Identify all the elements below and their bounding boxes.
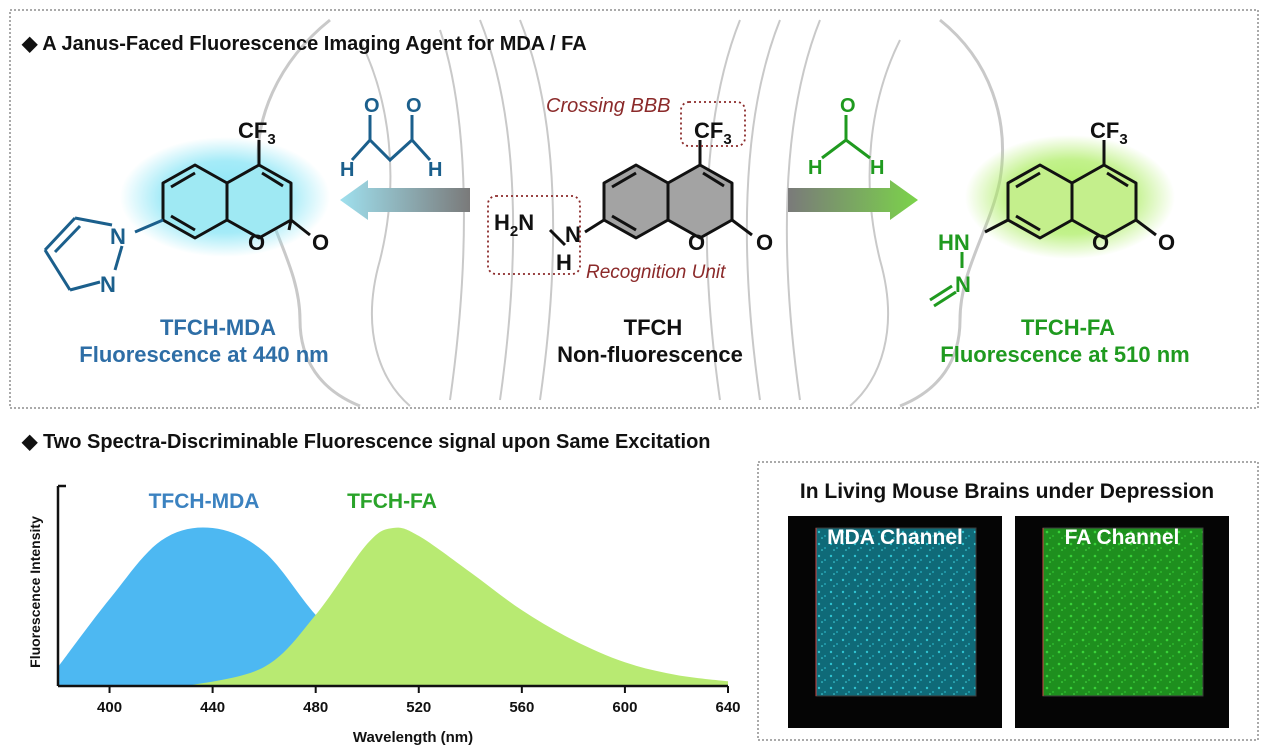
cf3-highlight-box [680, 101, 746, 147]
fa-channel-label: FA Channel [1065, 526, 1180, 549]
fa-hn-label: HN [938, 230, 970, 255]
imaging-title: In Living Mouse Brains under Depression [800, 480, 1214, 503]
y-axis-label: Fluorescence Intensity [27, 516, 43, 668]
x-tick-label: 640 [715, 699, 740, 716]
arrow-right-icon [788, 180, 918, 220]
mda-n1-label: N [110, 224, 126, 249]
mda-o2-label: O [406, 95, 422, 117]
tfch-fa-molecule: CF3 O O HN N [929, 118, 1175, 308]
mda-h1-label: H [340, 159, 354, 181]
series-label-mda: TFCH-MDA [149, 490, 260, 513]
fa-carbonyl-o-label: O [1158, 230, 1175, 255]
tfch-molecule: CF3 O O N H H2N [494, 118, 773, 275]
fa-ring-o-label: O [1092, 230, 1109, 255]
mda-carbonyl-o-label: O [312, 230, 329, 255]
bottom-section-title: ◆ Two Spectra-Discriminable Fluorescence… [21, 431, 711, 453]
mda-channel-image: MDA Channel [788, 516, 1002, 728]
tfch-mda-description: Fluorescence at 440 nm [79, 342, 328, 367]
x-tick-label: 520 [406, 699, 431, 716]
tfch-ring-o-label: O [688, 230, 705, 255]
fa-o-label: O [840, 95, 856, 117]
tfch-fa-description: Fluorescence at 510 nm [940, 342, 1189, 367]
fa-channel-image: FA Channel [1015, 516, 1229, 728]
x-tick-label: 480 [303, 699, 328, 716]
x-tick-label: 400 [97, 699, 122, 716]
tfch-h-label: H [556, 250, 572, 275]
tfch-carbonyl-o-label: O [756, 230, 773, 255]
mda-n2-label: N [100, 272, 116, 297]
series-label-fa: TFCH-FA [347, 490, 437, 513]
x-axis-label: Wavelength (nm) [353, 729, 473, 746]
tfch-fa-name: TFCH-FA [1021, 315, 1115, 340]
mda-channel-label: MDA Channel [827, 526, 963, 549]
crossing-bbb-note: Crossing BBB [546, 95, 671, 117]
top-section-title: ◆ A Janus-Faced Fluorescence Imaging Age… [21, 33, 587, 55]
tfch-mda-molecule: CF3 O O N N [43, 118, 330, 297]
x-tick-label: 440 [200, 699, 225, 716]
malondialdehyde-reagent [350, 115, 432, 163]
mda-o1-label: O [364, 95, 380, 117]
series-area-tfch-fa [186, 527, 728, 686]
tfch-name: TFCH [624, 315, 683, 340]
fa-n-label: N [955, 272, 971, 297]
arrow-left-icon [340, 180, 470, 220]
tfch-description: Non-fluorescence [557, 342, 743, 367]
mda-h2-label: H [428, 159, 442, 181]
x-tick-label: 600 [612, 699, 637, 716]
mda-ring-o-label: O [248, 230, 265, 255]
fa-h2-label: H [870, 157, 884, 179]
x-tick-label: 560 [509, 699, 534, 716]
fa-h1-label: H [808, 157, 822, 179]
recognition-unit-box [487, 195, 581, 275]
formaldehyde-reagent [821, 115, 871, 160]
tfch-mda-name: TFCH-MDA [160, 315, 276, 340]
tfch-n-label: N [565, 222, 581, 247]
recognition-unit-note: Recognition Unit [586, 262, 726, 283]
